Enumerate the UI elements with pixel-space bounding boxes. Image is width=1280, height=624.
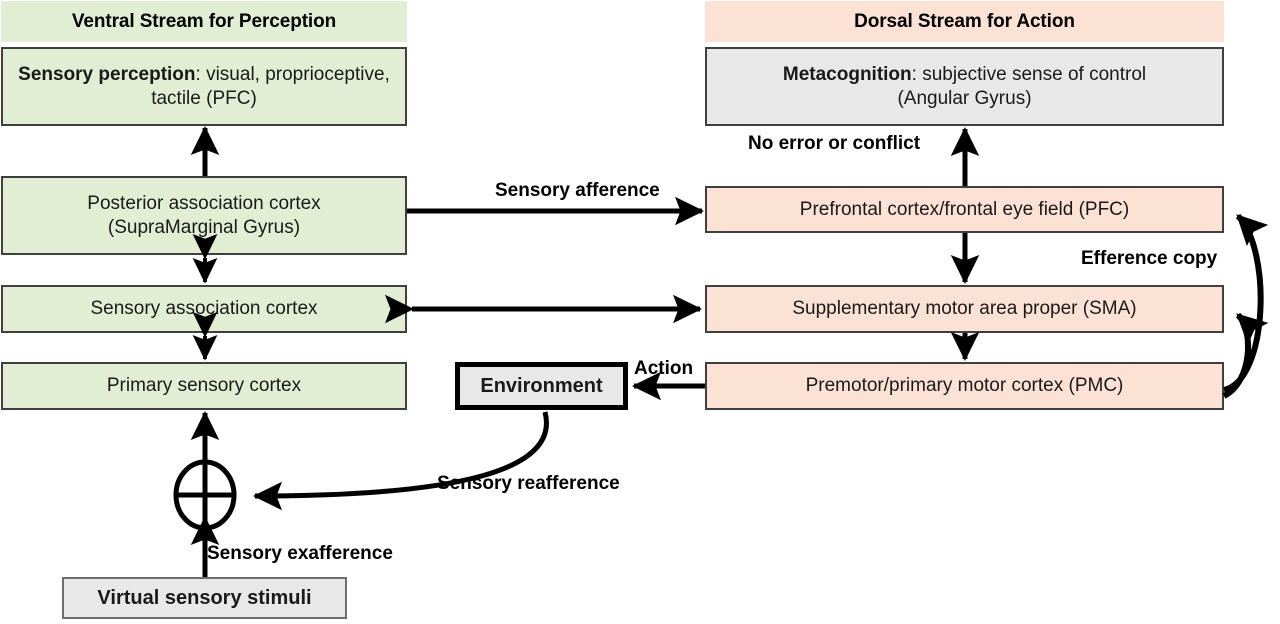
label-sensory-exafference: Sensory exafference <box>207 543 393 564</box>
node-metacognition: Metacognition: subjective sense of contr… <box>705 47 1224 126</box>
node-sensory-association-cortex: Sensory association cortex <box>1 285 407 333</box>
node-posterior-association-cortex: Posterior association cortex (SupraMargi… <box>1 176 407 255</box>
node-prefrontal-cortex: Prefrontal cortex/frontal eye field (PFC… <box>705 186 1224 233</box>
node-environment: Environment <box>455 362 628 410</box>
label-action: Action <box>634 358 694 379</box>
node-premotor-primary-motor-cortex: Premotor/primary motor cortex (PMC) <box>705 362 1224 410</box>
node-metacognition-rest: : subjective sense of control <box>911 63 1147 85</box>
label-no-error-or-conflict: No error or conflict <box>748 133 921 154</box>
node-metacognition-bold: Metacognition <box>782 63 912 85</box>
node-posterior-line1: Posterior association cortex <box>87 192 321 214</box>
label-sensory-reafference: Sensory reafference <box>437 473 620 494</box>
label-sensory-afference: Sensory afference <box>495 180 660 201</box>
summing-junction-icon <box>173 459 237 531</box>
node-sensory-perception-rest: : visual, proprioceptive, tactile (PFC) <box>151 63 390 109</box>
node-metacognition-line2: (Angular Gyrus) <box>897 87 1032 109</box>
node-posterior-line2: (SupraMarginal Gyrus) <box>107 216 301 238</box>
node-primary-sensory-cortex: Primary sensory cortex <box>1 362 407 410</box>
node-sensory-perception: Sensory perception: visual, propriocepti… <box>1 47 407 126</box>
dorsal-stream-header: Dorsal Stream for Action <box>705 1 1224 42</box>
node-supplementary-motor-area: Supplementary motor area proper (SMA) <box>705 285 1224 333</box>
arrow-efference-copy-to-sma <box>1222 312 1269 399</box>
ventral-stream-header: Ventral Stream for Perception <box>1 1 407 42</box>
node-virtual-sensory-stimuli: Virtual sensory stimuli <box>62 577 347 619</box>
arrow-efference-copy-to-pfc <box>1222 213 1269 393</box>
node-sensory-perception-bold: Sensory perception <box>18 63 196 85</box>
label-efference-copy: Efference copy <box>1081 248 1218 269</box>
